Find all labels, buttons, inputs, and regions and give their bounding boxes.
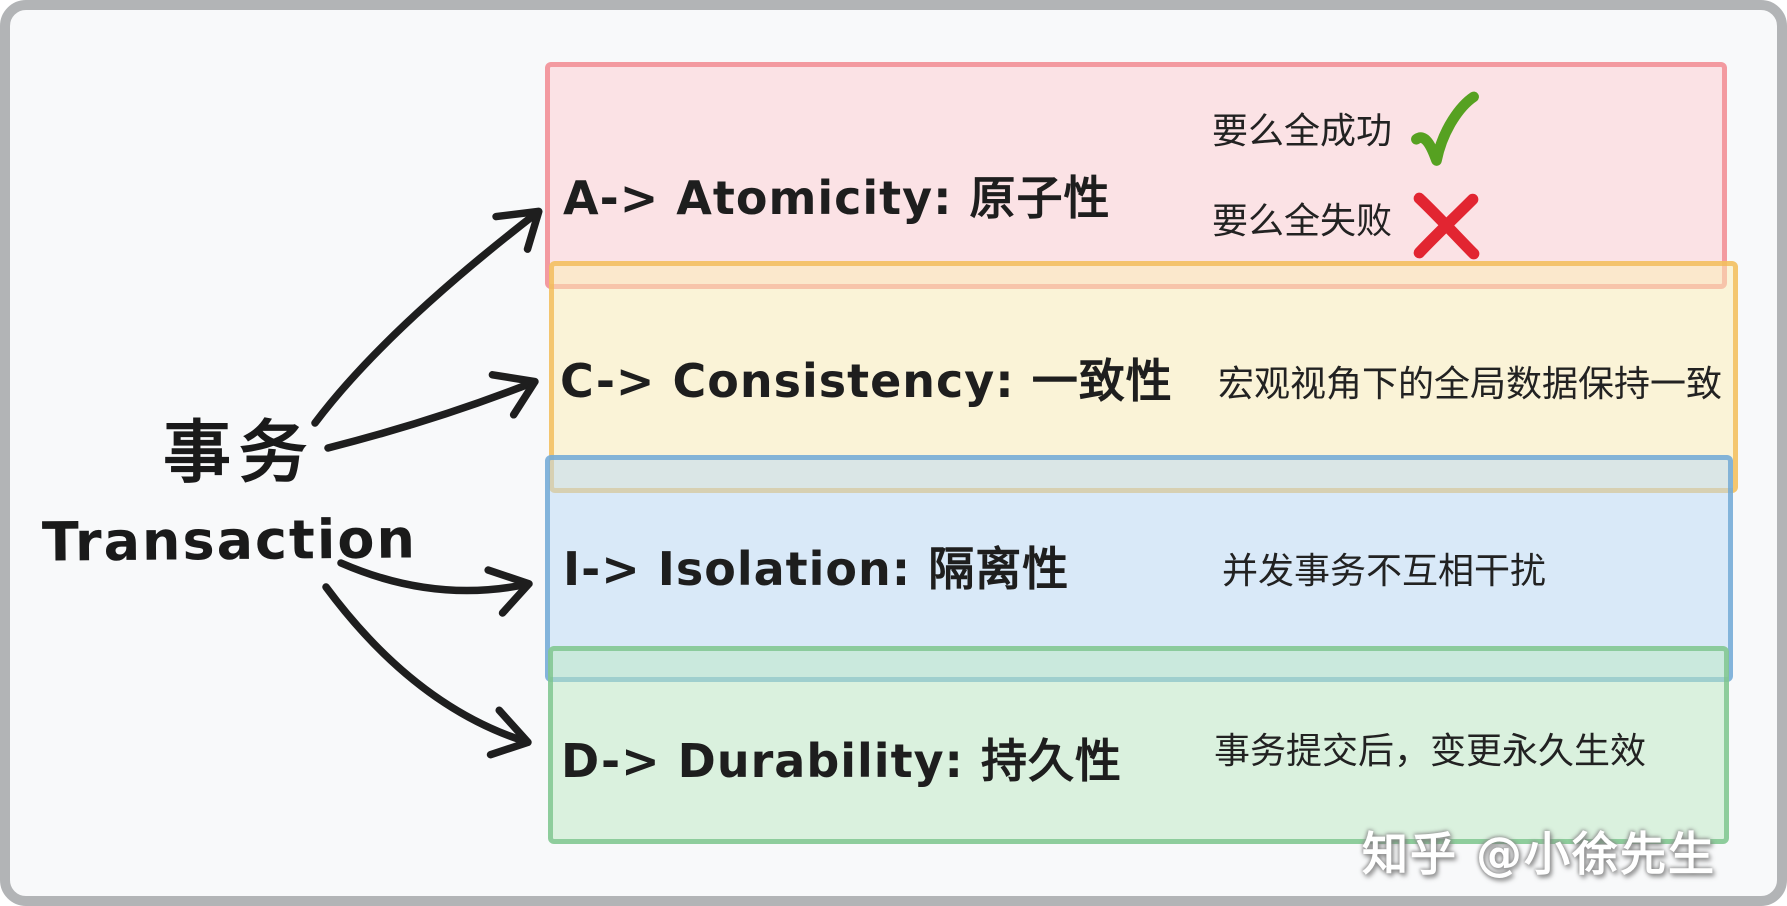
cross-mark-icon xyxy=(1413,192,1480,260)
durability-box xyxy=(548,646,1729,844)
isolation-label: I-> Isolation: 隔离性 xyxy=(563,542,1070,596)
isolation-annotation: 并发事务不互相干扰 xyxy=(1222,551,1547,592)
durability-annotation: 事务提交后，变更永久生效 xyxy=(1214,731,1647,772)
durability-label: D-> Durability: 持久性 xyxy=(561,734,1122,788)
atomicity-fail-annotation: 要么全失败 xyxy=(1212,201,1393,242)
root-title-chinese: 事务 xyxy=(163,414,316,493)
arrow-to-atomicity xyxy=(311,207,543,427)
root-title-english: Transaction xyxy=(41,507,418,574)
atomicity-success-annotation: 要么全成功 xyxy=(1212,111,1393,152)
watermark: 知乎 @小徐先生 xyxy=(1362,827,1717,881)
atomicity-label: A-> Atomicity: 原子性 xyxy=(563,171,1111,225)
consistency-label: C-> Consistency: 一致性 xyxy=(560,354,1173,408)
check-mark-icon xyxy=(1411,91,1479,166)
consistency-annotation: 宏观视角下的全局数据保持一致 xyxy=(1218,364,1723,405)
consistency-box xyxy=(549,261,1738,493)
atomicity-box xyxy=(545,62,1727,289)
arrow-to-consistency xyxy=(324,371,539,452)
arrow-to-durability xyxy=(322,583,532,759)
